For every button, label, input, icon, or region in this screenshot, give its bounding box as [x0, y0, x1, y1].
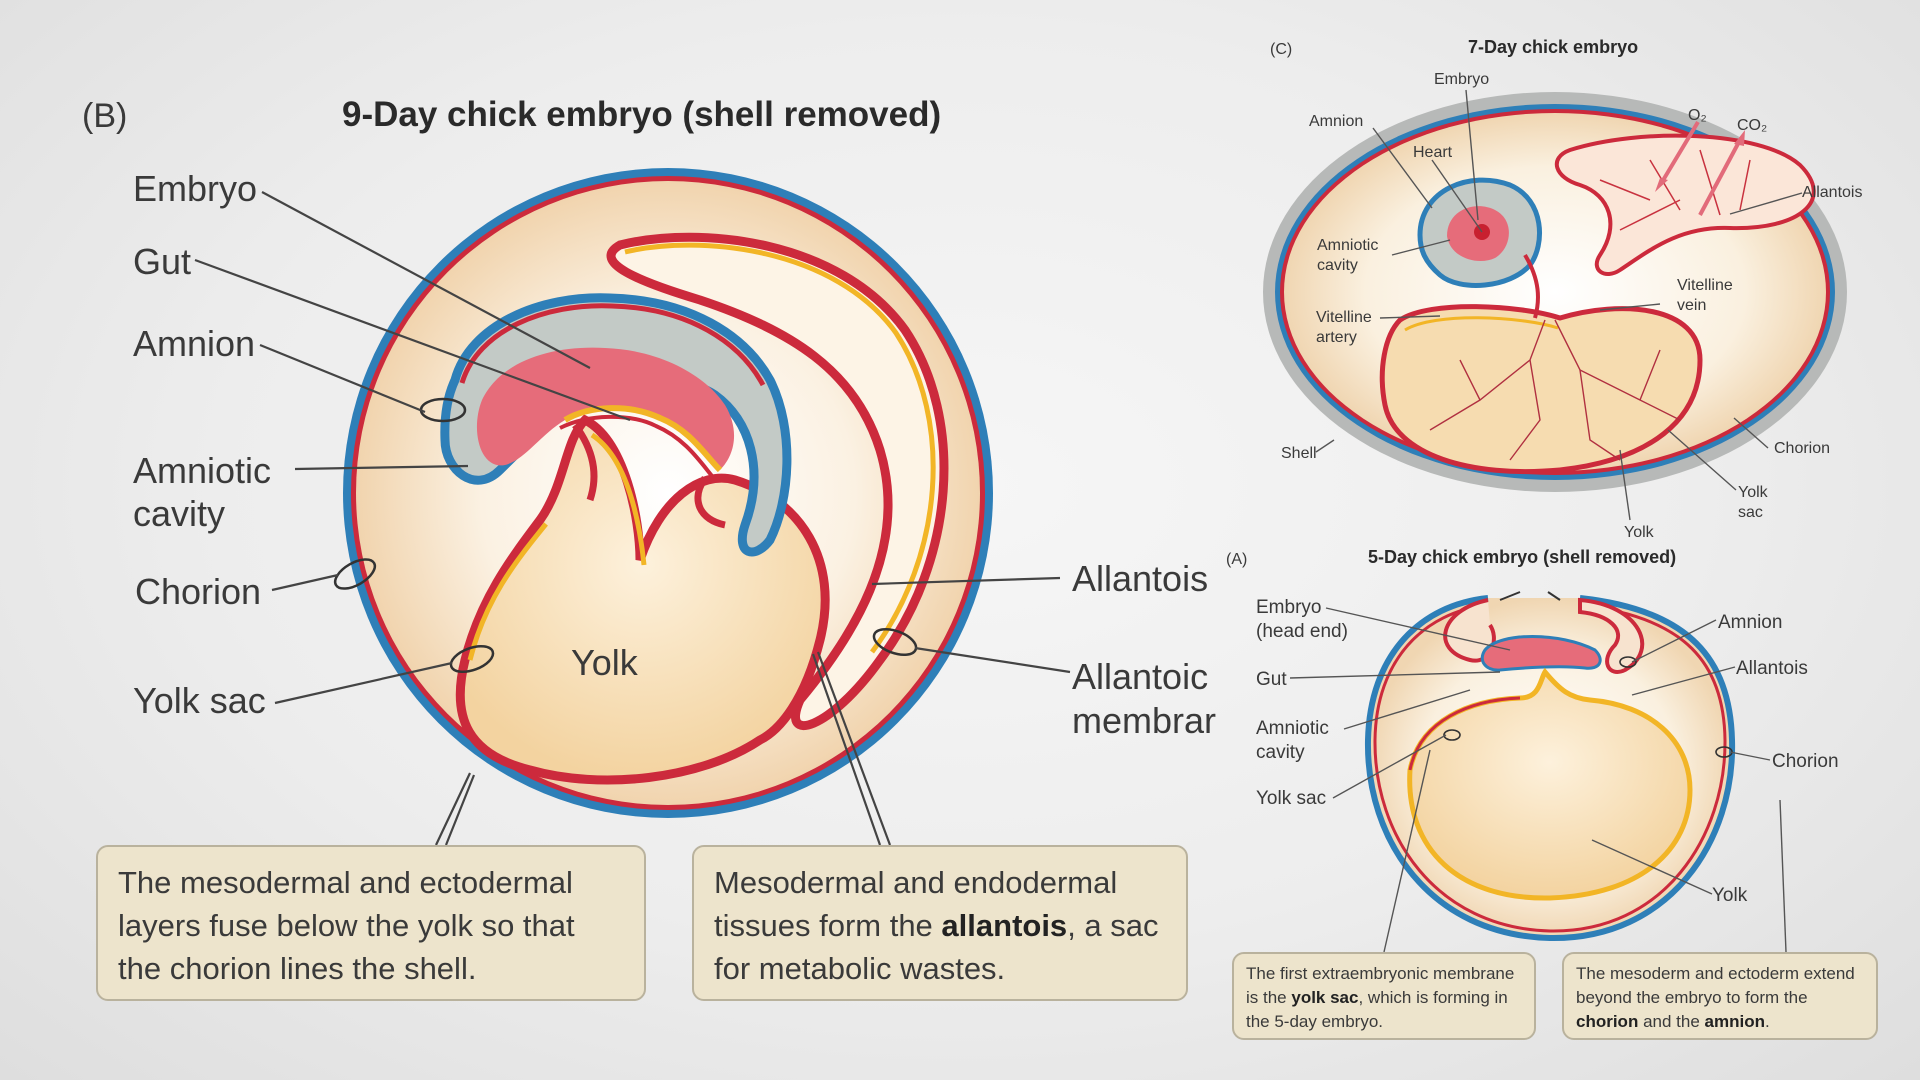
callout-chorion-amnion-note: The mesoderm and ectoderm extend beyond … — [1562, 952, 1878, 1040]
callout-chorion-note: The mesodermal and ectodermal layers fus… — [96, 845, 646, 1001]
label-allantoic-membrane-line2: membrar — [1072, 700, 1216, 741]
yolk-7day — [1379, 304, 1703, 475]
allantois-7day — [1554, 133, 1816, 276]
label-gut: Gut — [133, 241, 191, 282]
c-label-heart: Heart — [1413, 144, 1453, 161]
c-label-amniotic-cavity-line1: Amniotic — [1317, 237, 1378, 254]
c-label-allantois: Allantois — [1802, 184, 1862, 201]
a-label-embryo-line2: (head end) — [1256, 621, 1348, 642]
callout-ca-text-post: . — [1764, 1012, 1770, 1031]
label-amniotic-cavity-line1: Amniotic — [133, 450, 271, 491]
callout-allantois-bold: allantois — [941, 908, 1068, 943]
a-label-allantois: Allantois — [1736, 658, 1808, 679]
embryo-5day — [1480, 635, 1602, 672]
a-label-yolk: Yolk — [1712, 885, 1748, 906]
allantoic-membrane-marker — [872, 627, 918, 657]
chorion-marker — [333, 558, 377, 590]
callout-yolk-sac-text-post: , which is forming in the 5-day embryo. — [1246, 988, 1508, 1031]
c-label-amniotic-cavity-line2: cavity — [1317, 257, 1358, 274]
callout-yolk-sac-note: The first extraembryonic membrane is the… — [1232, 952, 1536, 1040]
callout-yolk-sac-text-pre: The first extraembryonic membrane is the — [1246, 964, 1515, 1007]
callout-allantois-text-post: , a sac for metabolic wastes. — [714, 908, 1159, 986]
callout-ca-bold-2: amnion — [1704, 1012, 1765, 1031]
label-amnion: Amnion — [133, 323, 255, 364]
amnion-fold-right-5day — [1578, 597, 1645, 674]
label-embryo: Embryo — [133, 168, 257, 209]
a-label-yolk-sac: Yolk sac — [1256, 788, 1326, 809]
c-label-yolk-sac-line2: sac — [1738, 504, 1763, 521]
panel-b-tag: (B) — [82, 97, 127, 135]
c-label-vitelline-vein-line1: Vitelline — [1677, 277, 1733, 294]
c-label-shell: Shell — [1281, 445, 1317, 462]
c-label-yolk-sac-line1: Yolk — [1738, 484, 1769, 501]
c-label-amnion: Amnion — [1309, 113, 1363, 130]
yolk-sac-marker — [449, 644, 495, 674]
callout-ca-text-mid: and the — [1638, 1012, 1705, 1031]
gut-line — [563, 405, 723, 473]
yolk-sac — [455, 414, 830, 785]
callout-yolk-sac-bold: yolk sac — [1291, 988, 1359, 1007]
c-label-vitelline-artery-line1: Vitelline — [1316, 309, 1372, 326]
callout-allantois-text-pre: Mesodermal and endodermal tissues form t… — [714, 865, 1118, 943]
label-allantois: Allantois — [1072, 558, 1208, 599]
panel-a-tag: (A) — [1226, 551, 1247, 568]
callout-ca-text-pre: The mesoderm and ectoderm extend beyond … — [1576, 964, 1855, 1007]
panel-c-tag: (C) — [1270, 41, 1292, 58]
panel-c: (C) 7-Day chick embryo — [1263, 37, 1862, 541]
label-yolk: Yolk — [571, 642, 639, 683]
a-label-amnion: Amnion — [1718, 612, 1782, 633]
embryo-body — [476, 347, 735, 470]
c-label-o2: O₂ — [1688, 107, 1707, 124]
c-label-embryo: Embryo — [1434, 71, 1489, 88]
yolk-stalk — [572, 422, 598, 502]
label-chorion: Chorion — [135, 571, 261, 612]
allantois-sac — [606, 232, 949, 730]
panel-b-title: 9-Day chick embryo (shell removed) — [342, 95, 941, 134]
panel-b: (B) 9-Day chick embryo (shell removed) — [82, 95, 1216, 846]
a-label-amniotic-cavity-line1: Amniotic — [1256, 718, 1329, 739]
co2-arrow — [1698, 139, 1742, 216]
c-label-vitelline-vein-line2: vein — [1677, 297, 1706, 314]
callout-ca-bold-1: chorion — [1576, 1012, 1639, 1031]
c-label-co2: CO₂ — [1737, 117, 1767, 134]
c-label-yolk: Yolk — [1624, 524, 1655, 541]
a-label-embryo-line1: Embryo — [1256, 597, 1321, 618]
label-allantoic-membrane-line1: Allantoic — [1072, 656, 1208, 697]
panel-c-title: 7-Day chick embryo — [1468, 37, 1638, 57]
a-label-chorion: Chorion — [1772, 751, 1839, 772]
c-label-chorion: Chorion — [1774, 440, 1830, 457]
panel-a: (A) 5-Day chick embryo (shell removed) E… — [1226, 547, 1839, 953]
panel-a-title: 5-Day chick embryo (shell removed) — [1368, 547, 1676, 567]
o2-arrow — [1660, 120, 1700, 184]
a-label-amniotic-cavity-line2: cavity — [1256, 742, 1305, 763]
a-label-gut: Gut — [1256, 669, 1287, 690]
callout-allantois-note: Mesodermal and endodermal tissues form t… — [692, 845, 1188, 1001]
label-yolk-sac: Yolk sac — [133, 680, 266, 721]
callout-chorion-text: The mesodermal and ectodermal layers fus… — [118, 865, 575, 986]
label-amniotic-cavity-line2: cavity — [133, 493, 225, 534]
c-label-vitelline-artery-line2: artery — [1316, 329, 1357, 346]
